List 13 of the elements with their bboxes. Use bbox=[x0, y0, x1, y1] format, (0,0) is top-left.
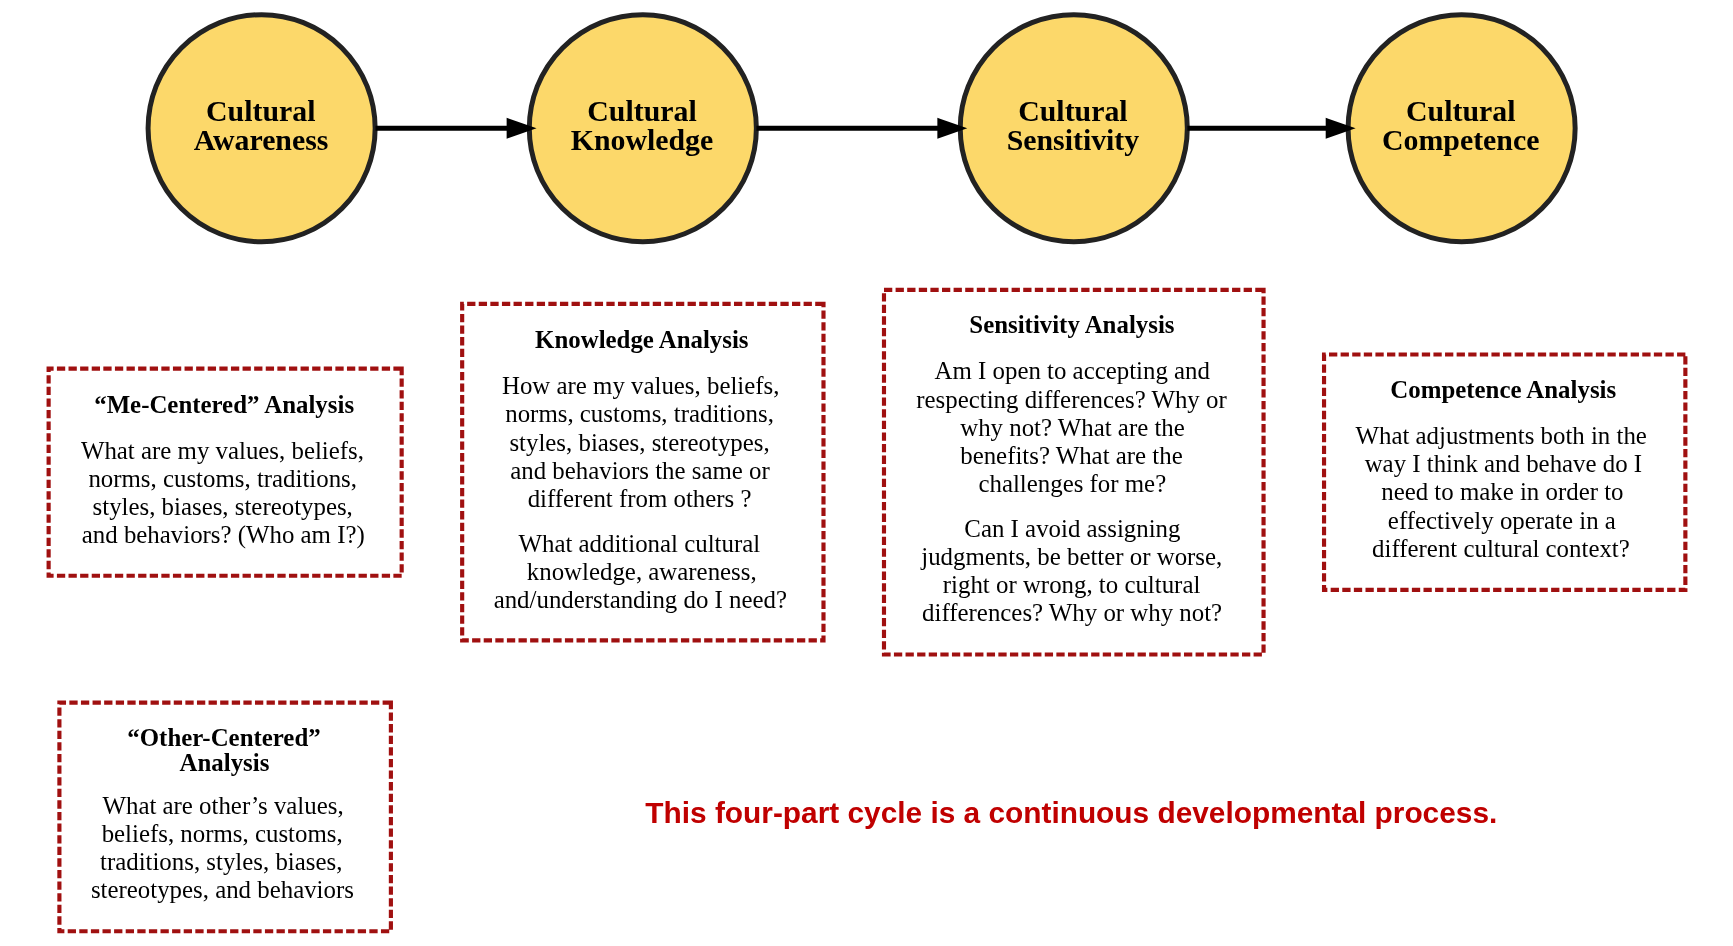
node-box: “Me-Centered” Analysis What are my values, beliefs, norms, customs, traditions, styles, biases, stereotypes, and behaviors? (Who am I?) bbox=[46, 366, 404, 578]
node-box: Knowledge Analysis How are my values, beliefs, norms, customs, traditions, styles, biases, stereotypes, and behaviors the same or different from others ? What additional cultural knowledge, awareness, and/understanding do I need? bbox=[459, 301, 826, 643]
node-box: “Other-Centered” Analysis What are other’s values, beliefs, norms, customs, traditions, styles, biases, stereotypes, and behaviors bbox=[56, 700, 393, 934]
node-box: Sensitivity Analysis Am I open to accepting and respecting differences? Why or why not? What are the benefits? What are the challenges for me? Can I avoid assigning judgments, be better or worse, right or wrong, to cultural differences? Why or why not? bbox=[881, 287, 1266, 657]
label: This four-part cycle is a continuous developmental process. bbox=[644, 795, 1497, 829]
node-circle: Cultural Knowledge bbox=[526, 12, 759, 245]
node-circle: Cultural Awareness bbox=[145, 12, 378, 245]
arrow bbox=[755, 117, 967, 139]
node-circle: Cultural Sensitivity bbox=[957, 12, 1190, 245]
node-box: Competence Analysis What adjustments both in the way I think and behave do I need to make in order to effectively operate in a different cultural context? bbox=[1321, 352, 1687, 592]
node-circle: Cultural Competence bbox=[1345, 12, 1578, 245]
arrow bbox=[375, 117, 537, 139]
arrow bbox=[1186, 117, 1356, 139]
